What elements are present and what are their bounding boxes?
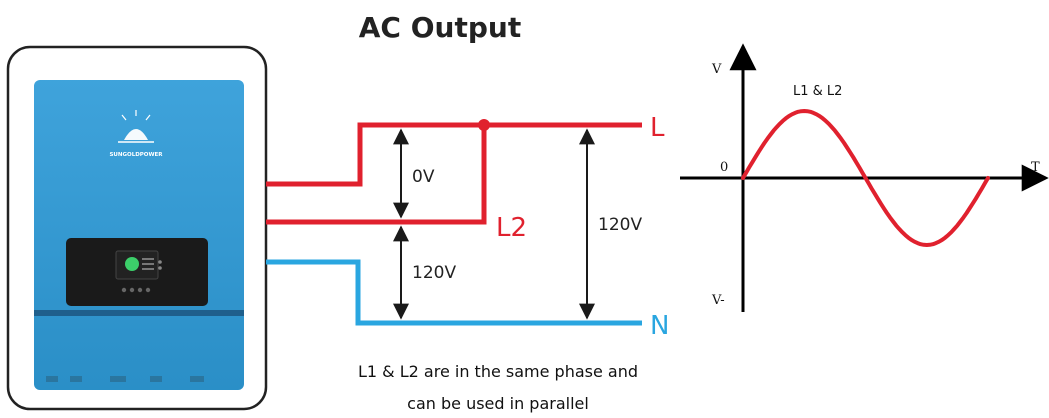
voltage-label-120v-right: 120V	[598, 215, 642, 235]
status-ring-icon	[125, 257, 139, 271]
voltage-label-120v-lower: 120V	[412, 263, 456, 283]
bottom-terminals	[46, 376, 204, 382]
waveform-graph: V V- T 0 L1 & L2	[680, 43, 1049, 312]
sine-wave-curve	[741, 109, 990, 247]
junction-dot	[478, 119, 490, 131]
wire-l	[266, 122, 642, 187]
panel-button-3	[137, 287, 143, 293]
inverter-device: SUNGOLDPOWER	[6, 45, 268, 411]
panel-button-1	[121, 287, 127, 293]
wire-l2	[266, 125, 487, 225]
brand-logo: SUNGOLDPOWER	[109, 110, 163, 158]
y-axis-neg-label: V-	[711, 293, 725, 308]
x-axis-label: T	[1031, 160, 1040, 175]
caption-line-2: can be used in parallel	[407, 394, 589, 413]
wiring	[266, 122, 642, 326]
panel-button-4	[145, 287, 151, 293]
terminal-label-n: N	[650, 311, 669, 341]
device-bottom-seam	[34, 310, 244, 316]
caption-line-1: L1 & L2 are in the same phase and	[358, 362, 638, 381]
wire-n	[266, 259, 642, 326]
diagram-title: AC Output	[359, 11, 521, 44]
voltage-label-0v: 0V	[412, 167, 435, 187]
y-axis-label: V	[711, 62, 722, 77]
terminal-label-l: L	[650, 113, 665, 143]
device-body-shade	[34, 80, 244, 390]
panel-button-2	[129, 287, 135, 293]
curve-label: L1 & L2	[793, 84, 842, 99]
origin-label: 0	[720, 160, 728, 175]
terminal-label-l2: L2	[496, 213, 527, 243]
brand-name: SUNGOLDPOWER	[109, 152, 163, 158]
